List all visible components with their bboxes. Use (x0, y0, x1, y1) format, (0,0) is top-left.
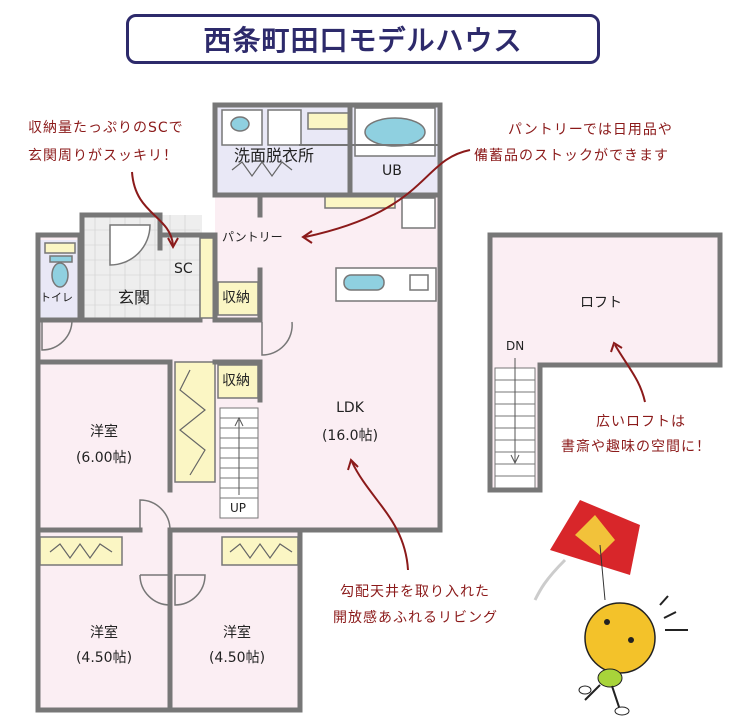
storage-shelf (324, 195, 396, 209)
storage-2-label: 収納 (222, 373, 250, 389)
door-swings (41, 224, 293, 606)
fridge (401, 197, 436, 229)
storage-1-label: 収納 (222, 290, 250, 306)
closet-bed3 (221, 536, 299, 566)
bathtub-basin (364, 117, 426, 147)
ldk-size: (16.0帖) (321, 428, 379, 444)
stairs-down (494, 358, 536, 489)
loft-note-line2: 書斎や趣味の空間に！ (561, 439, 711, 455)
bath-label: UB (382, 163, 402, 179)
sink-counter (221, 109, 263, 146)
pantry-label: パントリー (222, 230, 283, 244)
hanger-zigzags (49, 160, 293, 560)
toilet-tank (49, 255, 73, 263)
stairs-up-label: UP (230, 501, 247, 515)
pantry-note-line2: 備蓄品のストックができます (474, 148, 669, 164)
kitchen-sink (343, 274, 385, 291)
sc-note-line2: 玄関周りがスッキリ！ (28, 148, 178, 164)
kite-character-illustration (533, 500, 688, 716)
ldk-note-line1: 勾配天井を取り入れた (340, 584, 490, 600)
title-box: 西条町田口モデルハウス (126, 14, 600, 64)
bedroom-2-name: 洋室 (90, 625, 118, 641)
washroom-label: 洗面脱衣所 (234, 146, 315, 165)
stairs-up (219, 407, 259, 519)
bedroom-3-size: (4.50帖) (208, 650, 266, 666)
loft-note-line1: 広いロフトは (596, 414, 686, 430)
toilet-shelf (44, 242, 76, 254)
pantry-note-line1: パントリーでは日用品や (508, 122, 673, 138)
toilet-label: トイレ (40, 291, 73, 304)
loft-label: ロフト (580, 295, 622, 311)
stove (409, 274, 429, 291)
storage-2 (217, 364, 259, 399)
entrance-label: 玄関 (118, 288, 151, 307)
bedroom-2-size: (4.50帖) (75, 650, 133, 666)
bedroom-1-name: 洋室 (90, 424, 118, 440)
storage-shelf (307, 112, 351, 130)
toilet-bowl (51, 262, 69, 288)
annotation-arrows (131, 149, 646, 571)
washer (267, 109, 302, 146)
ldk-note-line2: 開放感あふれるリビング (333, 610, 498, 626)
bedroom-1-size: (6.00帖) (75, 450, 133, 466)
page-title: 西条町田口モデルハウス (203, 24, 523, 57)
sc-note-line1: 収納量たっぷりのSCで (28, 120, 184, 136)
shoe-closet-label: SC (174, 261, 193, 277)
bedroom-3-name: 洋室 (223, 625, 251, 641)
sink-basin (230, 116, 250, 132)
storage-1 (217, 281, 259, 316)
stairs-down-label: DN (506, 339, 525, 353)
ldk-name: LDK (336, 400, 364, 416)
stair-storage (174, 361, 216, 483)
